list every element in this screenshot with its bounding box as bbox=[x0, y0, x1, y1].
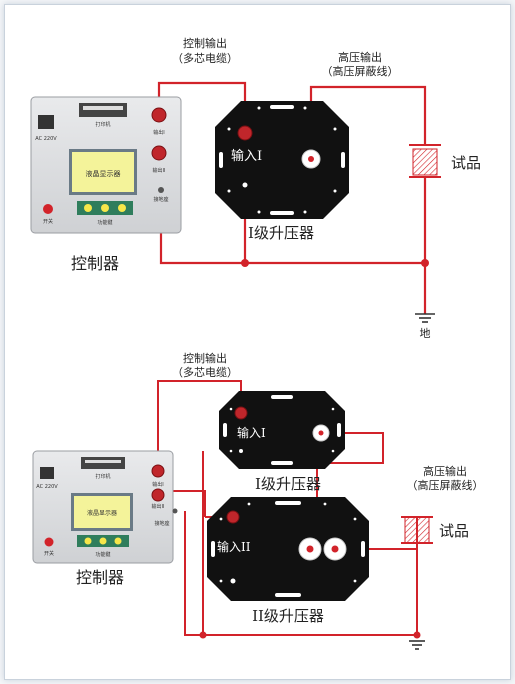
controller-label-bottom: 控制器 bbox=[76, 568, 124, 587]
ac-label-b: AC 220V bbox=[36, 484, 58, 490]
hv-output-label-top: 高压输出 bbox=[338, 50, 382, 64]
input-I-label-b: 输入I bbox=[237, 425, 266, 440]
transformer-II-bottom: 输入II bbox=[207, 497, 369, 601]
control-cable-bottom-2 bbox=[163, 490, 206, 517]
transformer-label-top: I级升压器 bbox=[248, 224, 314, 242]
transformer1-label-bottom: I级升压器 bbox=[255, 475, 321, 493]
ground-symbol-bottom bbox=[409, 640, 425, 650]
bottom-diagram: 打印机 AC 220V 液晶显示器 功能键 开关 输出I 输出II 接地座 bbox=[32, 351, 484, 650]
sample-label-bottom: 试品 bbox=[439, 522, 469, 540]
control-output-sub-top: （多芯电缆） bbox=[172, 51, 238, 65]
hv-output-label-bottom: 高压输出 bbox=[423, 464, 467, 478]
printer-label: 打印机 bbox=[95, 121, 110, 128]
ground-socket-label-b: 接地座 bbox=[154, 520, 169, 527]
control-output-sub-bottom: （多芯电缆） bbox=[172, 365, 238, 379]
input-II-label-b: 输入II bbox=[217, 539, 251, 554]
ac-label: AC 220V bbox=[35, 136, 57, 142]
controller-top: 打印机 AC 220V 液晶显示器 功能键 开关 输出I 输出II 接地座 bbox=[30, 96, 182, 234]
switch-label: 开关 bbox=[43, 218, 53, 225]
controller-label-top: 控制器 bbox=[71, 254, 119, 273]
out1-label: 输出I bbox=[153, 129, 164, 136]
keys-label: 功能键 bbox=[97, 219, 112, 226]
sample-top: 试品 bbox=[409, 144, 481, 178]
input-I-label: 输入I bbox=[231, 148, 262, 164]
ground-symbol-top bbox=[415, 313, 435, 323]
display-label: 液晶显示器 bbox=[86, 169, 121, 178]
controller-bottom: 打印机 AC 220V 液晶显示器 功能键 开关 输出I 输出II 接地座 bbox=[32, 450, 178, 564]
out2-label: 输出II bbox=[153, 167, 166, 174]
ground-bus-bottom bbox=[184, 511, 417, 636]
display-label-b: 液晶显示器 bbox=[87, 509, 117, 517]
sample-bottom: 试品 bbox=[401, 516, 469, 544]
printer-label-b: 打印机 bbox=[95, 473, 110, 480]
out1-label-b: 输出I bbox=[152, 481, 163, 488]
ground-socket-label: 接地座 bbox=[153, 196, 168, 203]
top-diagram: 打印机 AC 220V 液晶显示器 功能键 开关 输出I 输出II 接地座 bbox=[30, 36, 481, 340]
hv-output-sub-bottom: （高压屏蔽线） bbox=[407, 478, 484, 492]
transformer-I-top: 输入I bbox=[215, 101, 349, 219]
wiring-diagram: 打印机 AC 220V 液晶显示器 功能键 开关 输出I 输出II 接地座 bbox=[30, 36, 484, 650]
interstage-hv bbox=[316, 432, 384, 535]
switch-label-b: 开关 bbox=[44, 550, 54, 557]
out2-label-b: 输出II bbox=[152, 503, 165, 510]
ground-label: 地 bbox=[420, 327, 431, 340]
transformer2-label-bottom: II级升压器 bbox=[252, 607, 324, 625]
control-output-label-bottom: 控制输出 bbox=[183, 351, 227, 365]
diagram-frame: 打印机 AC 220V 液晶显示器 功能键 开关 输出I 输出II 接地座 bbox=[4, 4, 511, 680]
sample-label-top: 试品 bbox=[451, 154, 481, 172]
control-output-label-top: 控制输出 bbox=[183, 36, 227, 50]
keys-label-b: 功能键 bbox=[95, 551, 110, 558]
bottom-wires bbox=[157, 380, 418, 636]
hv-output-sub-top: （高压屏蔽线） bbox=[322, 64, 399, 78]
transformer-I-bottom: 输入I bbox=[219, 391, 345, 469]
